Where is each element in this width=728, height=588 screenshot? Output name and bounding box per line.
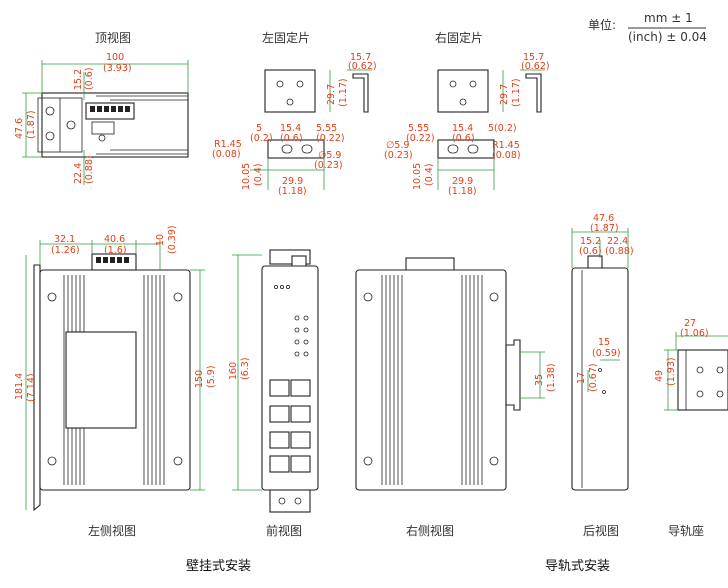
dim-ls-150: 150	[194, 370, 205, 388]
right-bracket: 15.7 (0.62) 29.7 (1.17) 5.55 (0.22) 15.4…	[384, 52, 550, 197]
dim-lb-299-in: (1.18)	[278, 186, 307, 197]
dim-lb-555: 5.55	[316, 123, 337, 134]
dim-re-152-in: (0.6)	[579, 246, 602, 257]
dim-rb-555-in: (0.22)	[406, 133, 435, 144]
rear-view: 47.6 (1.87) 15.2 (0.6) 22.4 (0.88) 15 (0…	[571, 213, 634, 491]
dim-re-17: 17	[576, 372, 587, 384]
dim-rb-d: ∅5.9	[386, 140, 409, 151]
dim-rb-d-in: (0.23)	[384, 150, 413, 161]
dim-rl-49: 49	[654, 370, 665, 382]
dim-re-15-in: (0.59)	[592, 348, 621, 359]
left-bracket: 15.7 (0.62) 29.7 (1.17) 5 (0.2) 15.4 (0.…	[212, 52, 377, 197]
dim-top-b: 22.4	[73, 163, 84, 184]
dim-top-a: 15.2	[73, 69, 84, 90]
title-top-view: 顶视图	[95, 31, 132, 45]
dim-ls-321: 32.1	[54, 234, 75, 245]
dim-re-224: 22.4	[607, 236, 628, 247]
dim-top-width-in: (3.93)	[103, 63, 132, 74]
right-side-view: 35 (1.38)	[355, 257, 557, 491]
dim-top-a-in: (0.6)	[84, 67, 95, 90]
dim-lb-d: ∅5.9	[318, 150, 341, 161]
dim-re-224-in: (0.88)	[605, 246, 634, 257]
title-rail-mount: 导轨式安装	[545, 559, 611, 574]
dim-lb-r-in: (0.08)	[212, 149, 241, 160]
dim-top-b-in: (0.88)	[84, 155, 95, 184]
dim-fr-160: 160	[228, 362, 239, 380]
dim-rl-27: 27	[684, 318, 696, 329]
dim-rb-t-in: (0.62)	[521, 61, 550, 72]
dim-rb-299: 29.9	[452, 176, 473, 187]
rail-seat: 27 (1.06) 49 (1.93)	[654, 318, 728, 411]
dim-ls-1814: 181.4	[14, 373, 25, 400]
dim-rb-1005: 10.05	[412, 163, 423, 190]
title-right-bracket: 右固定片	[435, 31, 484, 45]
title-left-side: 左侧视图	[88, 524, 137, 538]
title-rear: 后视图	[583, 524, 620, 538]
dim-fr-160-in: (6.3)	[240, 357, 251, 380]
dim-lb-555-in: (0.22)	[316, 133, 345, 144]
dim-rb-1005-in: (0.4)	[424, 163, 435, 186]
dim-top-height: 47.6	[14, 118, 25, 139]
dim-lb-299: 29.9	[282, 176, 303, 187]
dim-rb-t: 15.7	[523, 52, 544, 63]
dim-ls-10-in: (0.39)	[167, 225, 178, 254]
dim-ls-406: 40.6	[104, 234, 125, 245]
dim-lb-154: 15.4	[280, 123, 301, 134]
dim-rb-154: 15.4	[452, 123, 473, 134]
dim-lb-5: 5	[256, 123, 262, 134]
dim-lb-r: R1.45	[214, 139, 242, 150]
dim-rl-27-in: (1.06)	[680, 328, 709, 339]
dim-lb-154-in: (0.6)	[280, 133, 303, 144]
dim-rb-299-in: (1.18)	[448, 186, 477, 197]
dim-rs-35-in: (1.38)	[546, 363, 557, 392]
dim-rs-35: 35	[534, 374, 545, 386]
dim-rb-r: R1.45	[492, 140, 520, 151]
dim-rb-5: 5(0.2)	[488, 123, 517, 134]
front-view: 160 (6.3)	[228, 249, 319, 513]
left-side-view: 32.1 (1.26) 40.6 (1.6) 10 (0.39) 181.4 (…	[14, 225, 217, 512]
title-left-bracket: 左固定片	[262, 31, 311, 45]
unit-label: 单位:	[588, 18, 617, 32]
dim-ls-1814-in: (7.14)	[26, 373, 37, 402]
dim-re-17-in: (0.67)	[588, 363, 599, 392]
dim-lb-d-in: (0.23)	[314, 160, 343, 171]
dim-rb-555: 5.55	[408, 123, 429, 134]
dim-rb-h-in: (1.17)	[511, 78, 522, 107]
dim-lb-t-in: (0.62)	[348, 61, 377, 72]
dim-lb-1005-in: (0.4)	[253, 163, 264, 186]
title-rail-seat: 导轨座	[668, 524, 705, 538]
unit-mm: mm ± 1	[644, 11, 693, 25]
dim-ls-150-in: (5.9)	[206, 365, 217, 388]
dim-lb-1005: 10.05	[241, 163, 252, 190]
dim-rb-h: 29.7	[499, 84, 510, 105]
dim-rb-154-in: (0.6)	[452, 133, 475, 144]
dim-ls-321-in: (1.26)	[51, 245, 80, 256]
dim-top-width: 100	[106, 52, 124, 63]
top-view: 100 (3.93) 47.6 (1.87) 15.2 (0.6) 22.4 (…	[14, 52, 189, 185]
unit-inch: (inch) ± 0.04	[628, 30, 707, 44]
dim-lb-5-in: (0.2)	[250, 133, 273, 144]
dim-lb-t: 15.7	[350, 52, 371, 63]
dim-re-152: 15.2	[580, 236, 601, 247]
dim-rl-49-in: (1.93)	[666, 357, 677, 386]
dim-ls-406-in: (1.6)	[104, 245, 127, 256]
title-right-side: 右侧视图	[406, 524, 455, 538]
dim-re-15: 15	[598, 337, 610, 348]
dim-lb-h: 29.7	[326, 84, 337, 105]
title-front: 前视图	[266, 524, 303, 538]
dim-re-476-in: (1.87)	[590, 223, 619, 234]
dim-re-476: 47.6	[593, 213, 614, 224]
title-wall-mount: 壁挂式安装	[186, 559, 252, 574]
dim-top-height-in: (1.87)	[26, 110, 37, 139]
dim-ls-10: 10	[155, 234, 166, 246]
dim-lb-h-in: (1.17)	[338, 78, 349, 107]
dim-rb-r-in: (0.08)	[492, 150, 521, 161]
